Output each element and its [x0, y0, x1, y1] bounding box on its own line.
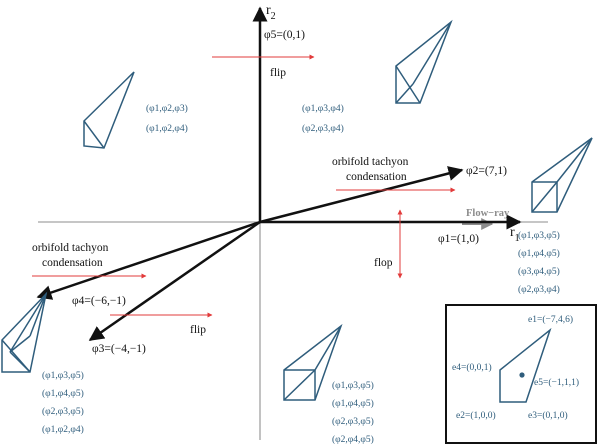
- inset-e2: e2=(1,0,0): [456, 410, 496, 421]
- svg-text:(φ1,φ2,φ4): (φ1,φ2,φ4): [42, 424, 84, 435]
- flip-top-label: flip: [270, 67, 286, 79]
- tachyon-right-line1: orbifold tachyon: [332, 156, 409, 168]
- tachyon-left-line2: condensation: [42, 257, 103, 269]
- inset-panel: e1=(−7,4,6) e4=(0,0,1) e5=(−1,1,1) e2=(1…: [445, 304, 597, 444]
- phi3-label: φ3=(−4,−1): [92, 343, 146, 355]
- flop-label: flop: [374, 257, 393, 269]
- svg-text:(φ1,φ2,φ3): (φ1,φ2,φ3): [146, 103, 188, 114]
- polytope-lower-middle: [283, 323, 343, 401]
- cone-list-upper-left: (φ1,φ2,φ3) (φ1,φ2,φ4): [146, 103, 188, 134]
- phi1-label: φ1=(1,0): [438, 233, 479, 245]
- polytope-right: [531, 137, 593, 213]
- inset-e1: e1=(−7,4,6): [528, 314, 573, 325]
- phi3-vector: [88, 220, 261, 342]
- inset-e4: e4=(0,0,1): [452, 362, 492, 373]
- svg-text:(φ2,φ3,φ5): (φ2,φ3,φ5): [332, 416, 374, 427]
- polytope-upper-middle: [395, 19, 453, 104]
- cone-list-upper-middle: (φ1,φ3,φ4) (φ2,φ3,φ4): [302, 103, 344, 134]
- cone-list-lower-left: (φ1,φ3,φ5) (φ1,φ4,φ5) (φ2,φ3,φ5) (φ1,φ2,…: [42, 370, 84, 435]
- svg-text:(φ1,φ4,φ5): (φ1,φ4,φ5): [42, 388, 84, 399]
- svg-text:(φ1,φ3,φ5): (φ1,φ3,φ5): [518, 230, 560, 241]
- flip-bottom-label: flip: [190, 324, 206, 336]
- phi5-label: φ5=(0,1): [264, 29, 305, 41]
- r1-axis-label: r1: [510, 225, 520, 244]
- svg-text:(φ1,φ2,φ4): (φ1,φ2,φ4): [146, 123, 188, 134]
- flow-ray-label: Flow−ray: [466, 208, 510, 219]
- inset-polygon: [499, 327, 552, 403]
- svg-text:(φ2,φ3,φ4): (φ2,φ3,φ4): [518, 284, 560, 295]
- svg-text:(φ1,φ4,φ5): (φ1,φ4,φ5): [518, 248, 560, 259]
- phi2-label: φ2=(7,1): [466, 165, 507, 177]
- phi4-label: φ4=(−6,−1): [72, 295, 126, 307]
- inset-interior-point: [519, 372, 525, 378]
- polytope-lower-left: [1, 291, 48, 373]
- svg-text:(φ2,φ4,φ5): (φ2,φ4,φ5): [332, 434, 374, 445]
- svg-text:(φ1,φ3,φ4): (φ1,φ3,φ4): [302, 103, 344, 114]
- svg-text:(φ3,φ4,φ5): (φ3,φ4,φ5): [518, 266, 560, 277]
- polytope-upper-left: [83, 71, 135, 149]
- svg-text:(φ2,φ3,φ4): (φ2,φ3,φ4): [302, 123, 344, 134]
- cone-list-right: (φ1,φ3,φ5) (φ1,φ4,φ5) (φ3,φ4,φ5) (φ2,φ3,…: [518, 230, 560, 295]
- tachyon-right-line2: condensation: [346, 171, 407, 183]
- svg-text:(φ1,φ4,φ5): (φ1,φ4,φ5): [332, 398, 374, 409]
- phi2-vector: [259, 166, 464, 224]
- tachyon-left-line1: orbifold tachyon: [32, 242, 109, 254]
- inset-e5: e5=(−1,1,1): [534, 377, 579, 388]
- cone-list-lower-middle: (φ1,φ3,φ5) (φ1,φ4,φ5) (φ2,φ3,φ5) (φ2,φ4,…: [332, 380, 374, 445]
- svg-text:(φ1,φ3,φ5): (φ1,φ3,φ5): [42, 370, 84, 381]
- r2-axis-label: r2: [266, 3, 276, 22]
- svg-text:(φ1,φ3,φ5): (φ1,φ3,φ5): [332, 380, 374, 391]
- inset-e3: e3=(0,1,0): [528, 410, 568, 421]
- phi4-vector: [36, 220, 261, 300]
- svg-text:(φ2,φ3,φ5): (φ2,φ3,φ5): [42, 406, 84, 417]
